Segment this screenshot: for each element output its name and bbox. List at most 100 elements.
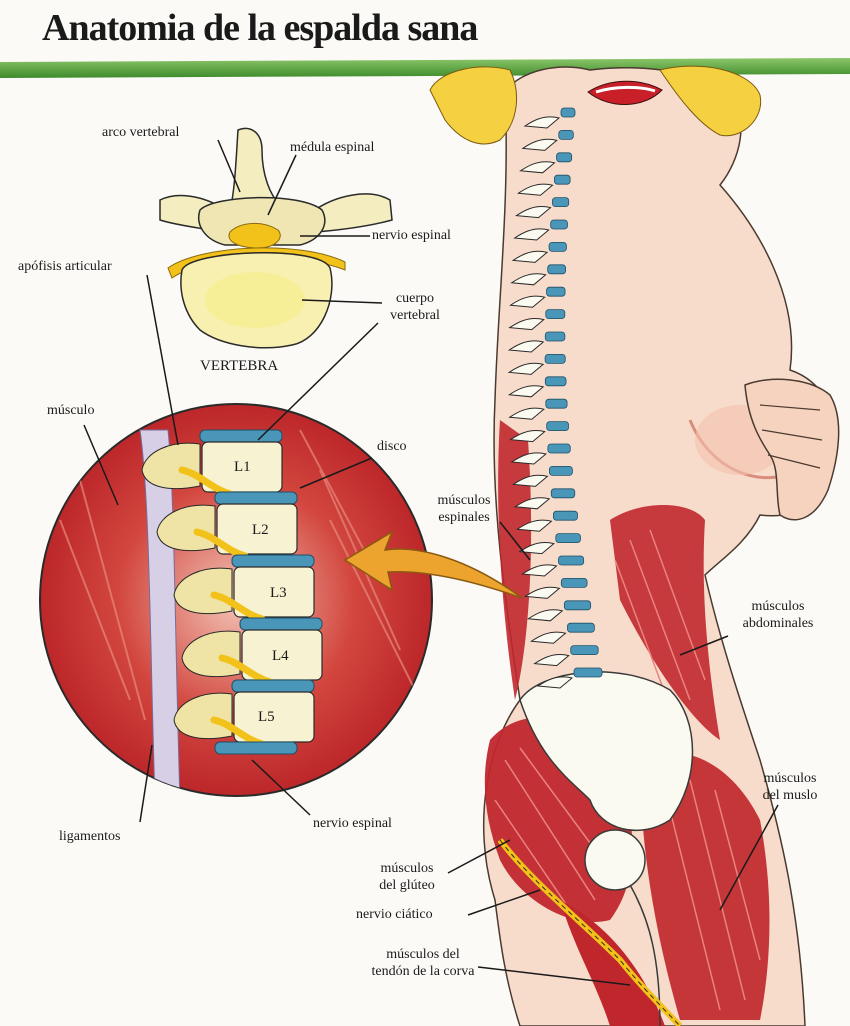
spine-disc [563,600,592,611]
lumbar-disc [239,617,323,631]
spine-process [523,116,561,129]
pointer-arrow [343,530,523,599]
vertebra-label-l3: L3 [270,585,287,601]
spine-process [510,273,547,286]
spine-process [513,228,550,241]
label-musculos-abdominales-line2: abdominales [742,616,814,631]
spine-disc [546,421,569,432]
lumbar-nerve-root [193,528,249,560]
spine-disc [558,555,585,566]
lumbar-disc [214,491,298,505]
spine-process [521,138,558,151]
leader-lines [83,139,779,986]
spine-disc [573,667,603,678]
label-musculos-espinales-line1: músculos [437,493,491,508]
pelvis [519,671,694,832]
label-musculos-tendon-line2: tendón de la corva [371,964,475,979]
label-musculos-espinales: músculos espinales [428,492,500,526]
spine-disc [554,174,571,185]
vertebra-label-l2: L2 [252,522,269,538]
spine-disc [550,219,568,230]
lumbar-process [141,442,201,490]
spine-process [530,631,567,644]
spine-disc [567,622,595,633]
lumbar-body [216,503,298,555]
spine-column [507,107,603,689]
spinal-cord-top [228,223,281,249]
spine-process [509,430,546,443]
spine-disc [550,488,576,499]
spine-disc [560,578,588,588]
spine-process [507,385,545,398]
spine-disc [547,264,567,275]
lumbar-disc [214,741,298,755]
lumbar-disc [231,554,315,568]
lumbar-nerve-root [210,591,266,623]
spine-disc [555,533,581,543]
spinal-muscles [498,420,532,700]
label-ligamentos: ligamentos [59,829,121,844]
spine-disc [544,353,566,364]
spine-process [517,183,554,196]
lumbar-body [233,566,315,618]
spine-process [507,362,545,375]
spine-disc [570,645,599,655]
spine-disc [544,331,566,342]
label-nervio-ciatico: nervio ciático [356,907,433,922]
lumbar-process [181,630,241,678]
spine-disc [556,152,573,163]
label-musculos-gluteo-line1: músculos [380,861,434,876]
spine-process [515,519,553,532]
spine-process [533,654,570,667]
label-musculos-espinales-line2: espinales [438,510,490,525]
spine-disc [560,107,576,118]
spine-process [513,497,551,510]
spine-disc [546,286,566,297]
label-musculos-abdominales-line1: músculos [751,599,805,614]
vertebra-label-l1: L1 [234,459,251,475]
label-musculos-abdominales: músculos abdominales [728,598,828,632]
spine-process [519,161,556,174]
spine-process [511,474,549,487]
spine-disc [549,465,573,476]
spine-disc [553,510,578,521]
label-cuerpo-vertebral-line2: vertebral [390,308,440,323]
spine-process [523,586,561,599]
vertebra-label-l4: L4 [272,648,289,664]
lumbar-detail-circle [39,403,433,797]
spine-disc [548,241,567,252]
label-disco: disco [377,439,407,454]
label-musculos-muslo: músculos del muslo [745,770,835,804]
page-title: Anatomia de la espalda sana [42,7,478,49]
spine-process [508,318,545,331]
spine-process [515,206,552,219]
vertebra-label-l5: L5 [258,709,275,725]
label-musculos-tendon-line1: músculos del [386,947,460,962]
vertebra-top-view [159,127,393,349]
label-arco-vertebral: arco vertebral [102,125,180,140]
label-musculo: músculo [47,403,95,418]
hand [744,378,840,521]
label-cuerpo-vertebral: cuerpo vertebral [380,290,450,324]
spine-process [509,295,546,308]
label-medula-espinal: médula espinal [290,140,375,155]
lumbar-process [173,567,233,615]
body-figure [429,65,840,1026]
spine-process [518,542,555,555]
hair [429,66,518,145]
lumbar-process [173,692,233,740]
label-musculos-muslo-line1: músculos [763,771,817,786]
lumbar-disc [199,429,283,443]
label-nervio-espinal-bottom: nervio espinal [313,816,392,831]
label-musculos-muslo-line2: del muslo [762,788,818,803]
spine-process [510,452,547,465]
label-cuerpo-vertebral-line1: cuerpo [395,291,435,306]
abdominal-muscles [610,505,720,740]
label-vertebra: VERTEBRA [200,358,279,374]
spine-disc [547,443,571,454]
label-nervio-espinal-top: nervio espinal [372,228,451,243]
lumbar-disc [231,679,315,693]
label-musculos-gluteo: músculos del glúteo [365,860,449,894]
spine-process [508,407,545,420]
